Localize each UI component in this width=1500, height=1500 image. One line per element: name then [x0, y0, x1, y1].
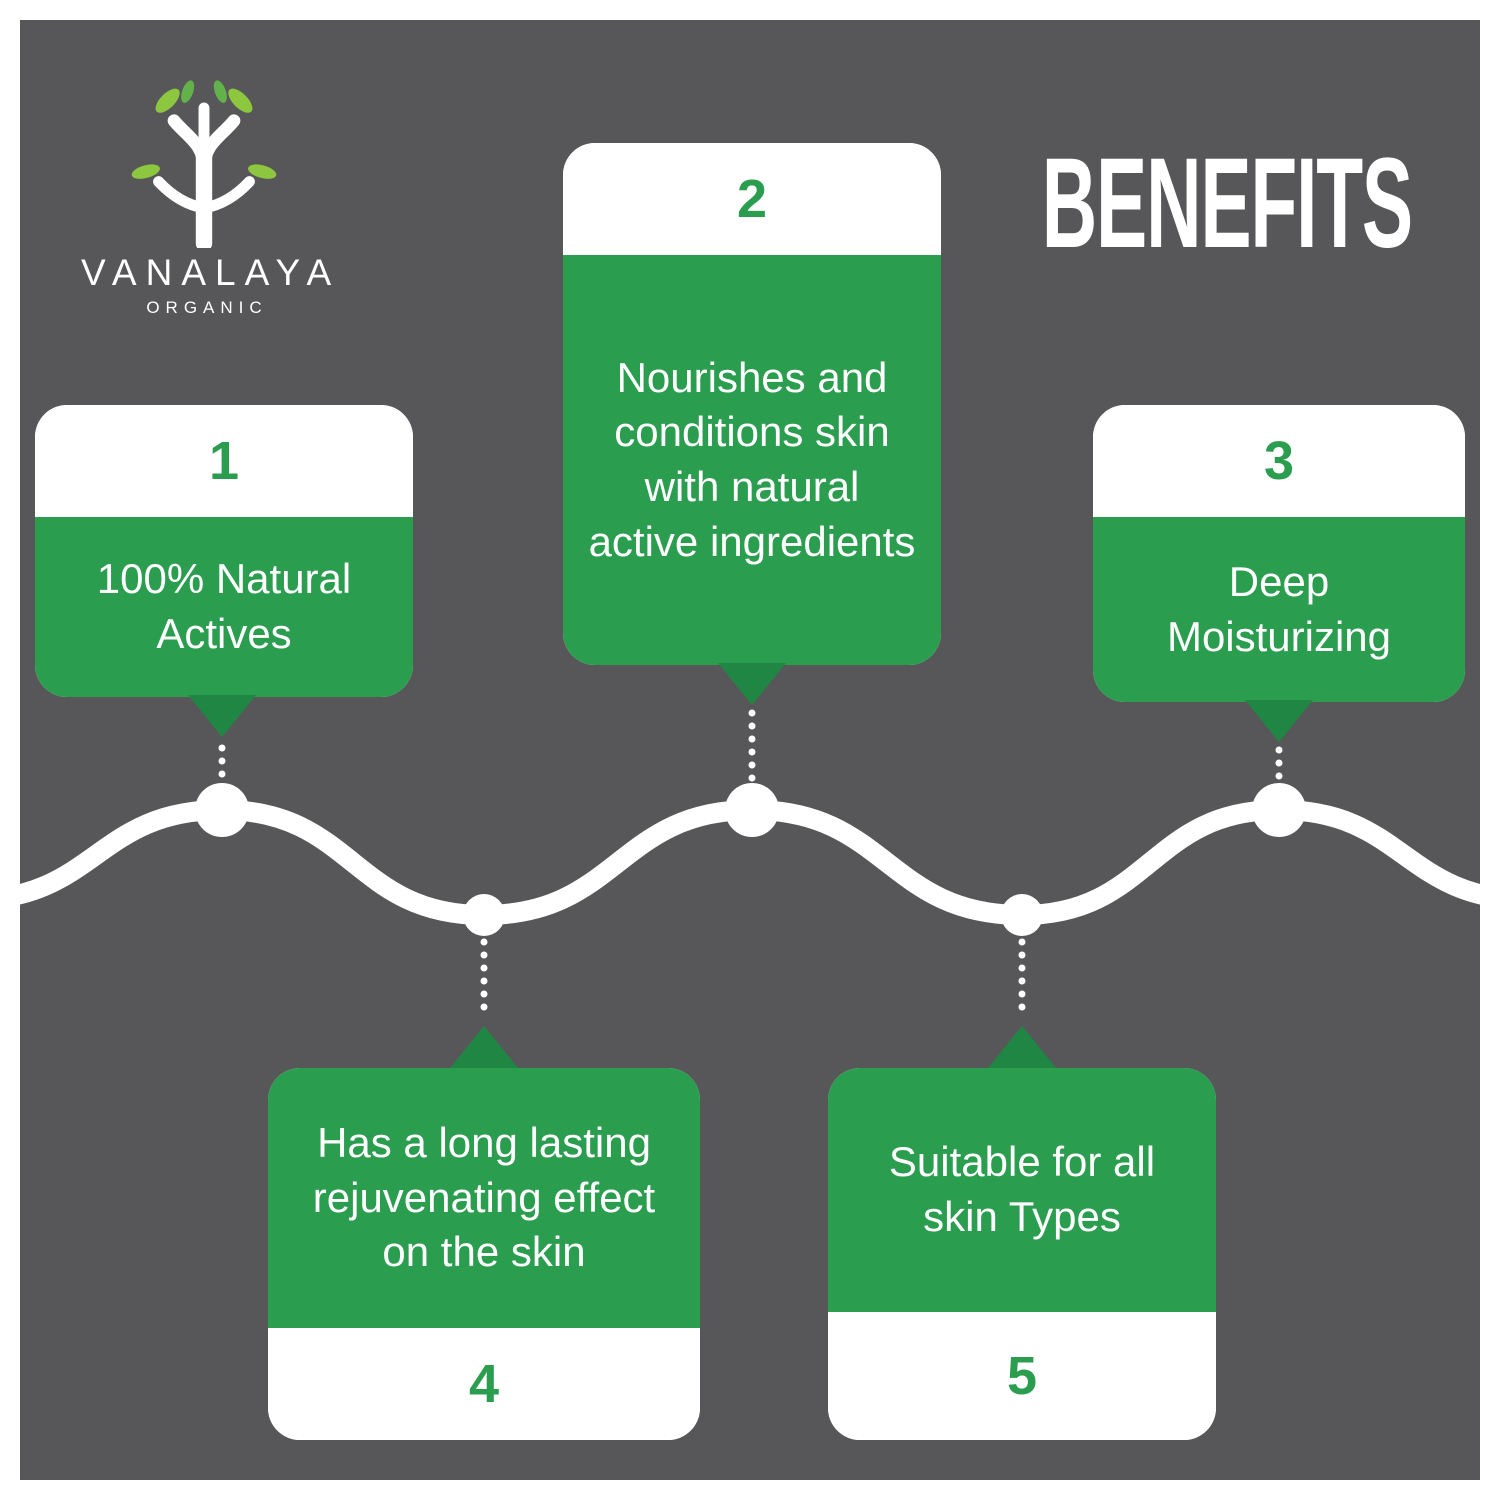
benefit-text-1: 100% Natural Actives: [35, 517, 413, 697]
card-pointer-down-2: [718, 663, 786, 705]
brand-name: VANALAYA: [81, 252, 341, 293]
page-title: BENEFITS: [1041, 132, 1413, 275]
card-pointer-down-1: [188, 695, 256, 737]
card-pointer-down-3: [1245, 700, 1313, 742]
benefit-card-5: Suitable for all skin Types 5: [828, 1068, 1216, 1440]
benefit-number-4: 4: [268, 1328, 700, 1440]
benefit-number-2: 2: [563, 143, 941, 255]
benefit-number-1: 1: [35, 405, 413, 517]
brand-subtitle: ORGANIC: [146, 298, 268, 317]
benefit-number-5: 5: [828, 1312, 1216, 1440]
leaf-icons: [131, 80, 277, 179]
benefit-number-3: 3: [1093, 405, 1465, 517]
brand-logo: VANALAYA ORGANIC: [72, 48, 336, 318]
card-pointer-up-5: [988, 1026, 1056, 1068]
benefit-text-5: Suitable for all skin Types: [828, 1068, 1216, 1312]
benefit-text-3: Deep Moisturizing: [1093, 517, 1465, 702]
benefit-text-2: Nourishes and conditions skin with natur…: [563, 255, 941, 665]
benefit-card-4: Has a long lasting rejuvenating effect o…: [268, 1068, 700, 1440]
benefit-card-3: 3 Deep Moisturizing: [1093, 405, 1465, 702]
tree-icon: [131, 80, 277, 248]
benefit-card-1: 1 100% Natural Actives: [35, 405, 413, 697]
card-pointer-up-4: [450, 1026, 518, 1068]
benefit-card-2: 2 Nourishes and conditions skin with nat…: [563, 143, 941, 665]
benefit-text-4: Has a long lasting rejuvenating effect o…: [268, 1068, 700, 1328]
